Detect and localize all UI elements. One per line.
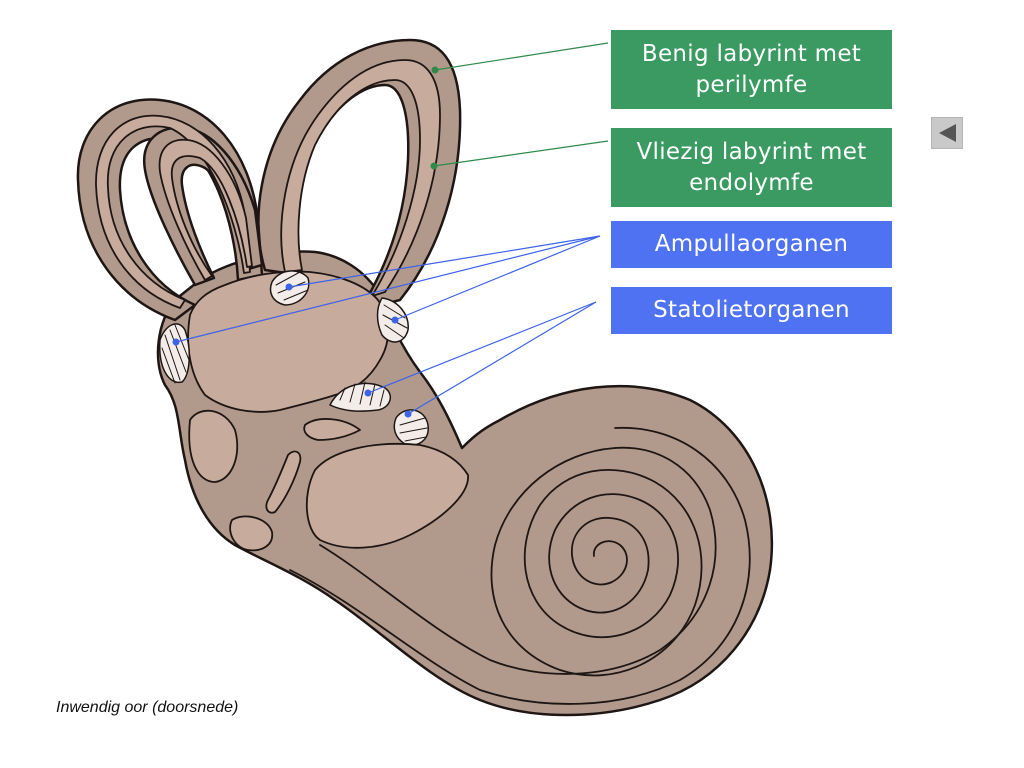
duct-connection [265,450,302,514]
leader-line-statoliet-upper [367,301,597,394]
leader-dot-ampulla-middle [285,283,293,291]
leader-dots [172,66,439,418]
membranous-canal-small [158,138,253,281]
leader-dot-ampulla-left [172,338,180,346]
round-window [229,515,274,552]
statolith-organ-lower [393,409,429,446]
leader-line-ampulla-middle [288,235,601,288]
label-ampulla-text: Ampullaorganen [654,231,849,257]
cochlear-duct [305,442,469,549]
label-vliezig-line1: Vliezig labyrint met [636,138,867,165]
nav-back-button[interactable] [931,117,963,149]
leader-dot-statoliet-upper [364,389,372,397]
membranous-canal-large [280,59,441,297]
label-ampullaorganen[interactable]: Ampullaorganen [611,221,892,268]
label-vliezig-line2: endolymfe [689,169,814,196]
label-statoliet-text: Statolietorganen [653,297,850,323]
leader-dot-ampulla-right [391,316,399,324]
inner-ear-illustration [76,38,774,717]
leader-lines [175,42,609,415]
leader-line-vliezig [433,140,609,167]
label-statolietorganen[interactable]: Statolietorganen [611,287,892,334]
oval-window [188,409,239,483]
ampulla-organ-left [159,323,190,384]
label-benig-line1: Benig labyrint met [641,40,862,67]
label-benig-labyrint[interactable]: Benig labyrint met perilymfe [611,30,892,109]
leader-line-benig [434,42,609,71]
membranous-vestibule [187,270,389,413]
leader-dot-statoliet-lower [404,410,412,418]
leader-dot-benig [431,66,439,74]
label-vliezig-labyrint[interactable]: Vliezig labyrint met endolymfe [611,128,892,207]
diagram-caption: Inwendig oor (doorsnede) [56,699,239,716]
leader-line-ampulla-right [394,235,601,321]
triangle-left-icon [939,124,956,142]
leader-dot-vliezig [430,162,438,170]
bony-canal-small [142,126,264,287]
leader-line-statoliet-lower [407,301,597,415]
label-benig-line2: perilymfe [695,71,808,98]
cochlea-spiral [289,427,751,705]
cochlear-duct-base [303,418,361,441]
leader-line-ampulla-left [175,235,601,343]
